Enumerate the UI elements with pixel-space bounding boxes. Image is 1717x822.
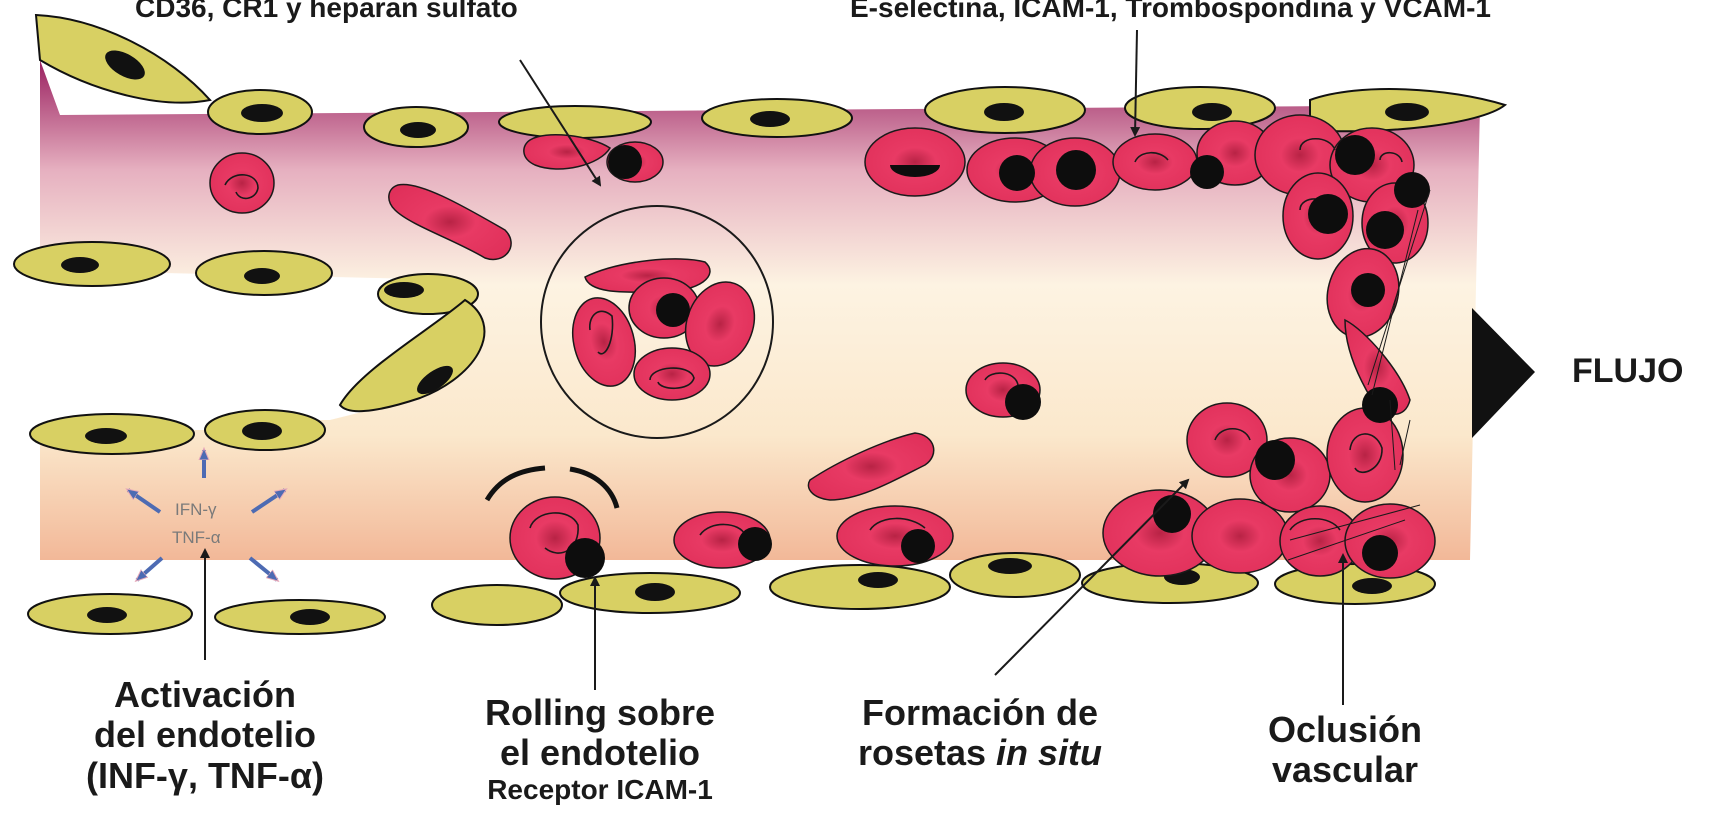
label-endothelium-activation: Activación del endotelio (INF-γ, TNF-α): [70, 675, 340, 796]
rosettes-line-1: Formación de: [830, 693, 1130, 733]
rosettes-line-2-italic: in situ: [996, 732, 1102, 773]
activation-line-1: Activación: [70, 675, 340, 715]
label-ifn-gamma: IFN-γ: [175, 500, 217, 520]
rosettes-line-2-text: rosetas: [858, 732, 996, 773]
label-rosette-formation: Formación de rosetas in situ: [830, 693, 1130, 774]
rosettes-line-2: rosetas in situ: [830, 733, 1130, 773]
occlusion-line-2: vascular: [1230, 750, 1460, 790]
rolling-line-2: el endotelio: [440, 733, 760, 773]
cytokine-arrow-downleft: [137, 558, 162, 580]
label-flow: FLUJO: [1572, 352, 1683, 390]
label-vascular-occlusion: Oclusión vascular: [1230, 710, 1460, 791]
rolling-line-3: Receptor ICAM-1: [440, 774, 760, 805]
cytokine-arrow-downright: [250, 558, 277, 580]
label-cd36-cr1-heparan: CD36, CR1 y heparan sulfato: [135, 0, 518, 23]
label-rolling: Rolling sobre el endotelio Receptor ICAM…: [440, 693, 760, 805]
occlusion-line-1: Oclusión: [1230, 710, 1460, 750]
activation-line-2: del endotelio: [70, 715, 340, 755]
rolling-line-1: Rolling sobre: [440, 693, 760, 733]
label-eselectin-icam-vcam: E-selectina, ICAM-1, Trombospondina y VC…: [850, 0, 1491, 23]
activation-line-3: (INF-γ, TNF-α): [70, 756, 340, 796]
flow-arrow-icon: [1472, 308, 1535, 438]
label-tnf-alpha: TNF-α: [172, 528, 221, 548]
